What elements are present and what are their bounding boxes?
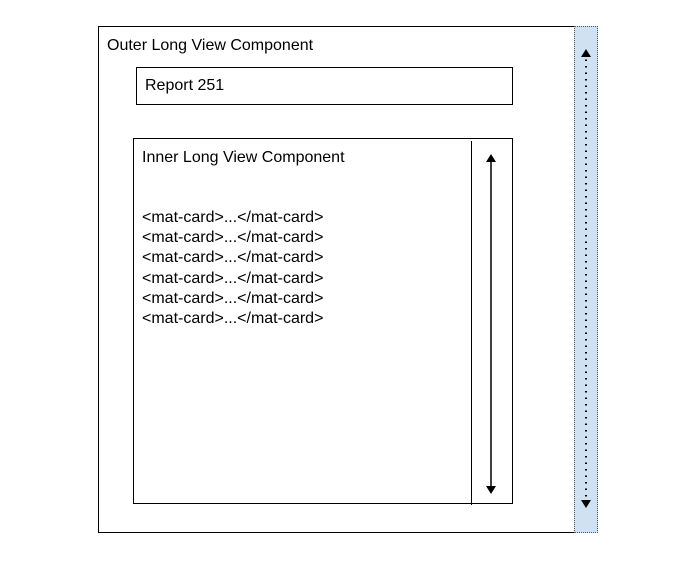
- mat-card-line: <mat-card>...</mat-card>: [142, 269, 324, 287]
- outer-component-title: Outer Long View Component: [107, 37, 314, 54]
- outer-scroll-track[interactable]: [574, 26, 598, 533]
- mat-card-line: <mat-card>...</mat-card>: [142, 209, 324, 226]
- mat-card-line: <mat-card>...</mat-card>: [142, 310, 324, 328]
- inner-scroll-divider: [471, 141, 472, 505]
- mat-card-line: <mat-card>...</mat-card>: [142, 289, 324, 307]
- mat-card-line: <mat-card>...</mat-card>: [142, 249, 324, 267]
- report-label: Report 251: [145, 77, 225, 94]
- report-box: Report 251: [136, 67, 513, 105]
- mat-card-line: <mat-card>...</mat-card>: [142, 229, 324, 247]
- inner-long-view-component: [133, 138, 513, 504]
- inner-component-title: Inner Long View Component: [142, 149, 345, 166]
- mat-card-list: <mat-card>...</mat-card> <mat-card>...</…: [142, 208, 323, 329]
